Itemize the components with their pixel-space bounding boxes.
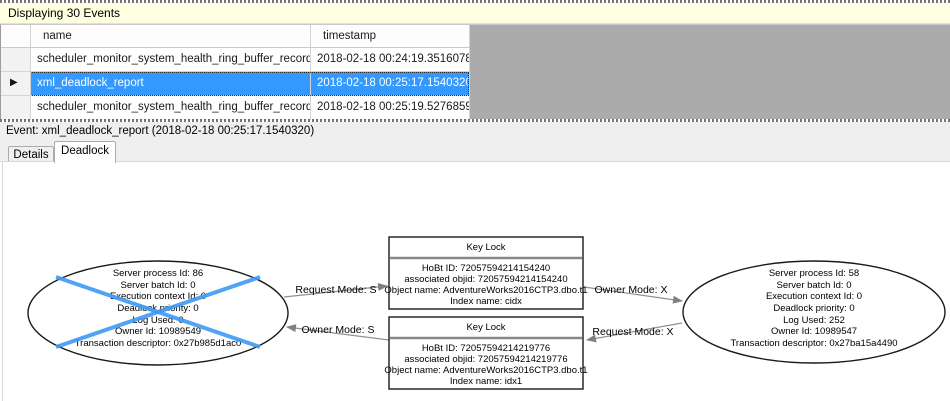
row-selector-cell[interactable]: ▶ <box>1 72 31 96</box>
edge-request-x[interactable] <box>586 322 683 343</box>
svg-text:Index name: idx1: Index name: idx1 <box>450 376 522 387</box>
svg-text:Transaction descriptor: 0x27ba: Transaction descriptor: 0x27ba15a4490 <box>730 338 897 349</box>
svg-text:Log Used: 252: Log Used: 252 <box>783 315 845 326</box>
svg-text:Owner Id: 10989547: Owner Id: 10989547 <box>771 326 857 337</box>
event-timestamp-cell[interactable]: 2018-02-18 00:24:19.3516078 <box>311 48 470 72</box>
svg-text:Transaction descriptor: 0x27b9: Transaction descriptor: 0x27b985d1ac0 <box>75 338 242 349</box>
event-name-cell[interactable]: scheduler_monitor_system_health_ring_buf… <box>31 96 311 120</box>
svg-text:Deadlock priority: 0: Deadlock priority: 0 <box>117 303 198 314</box>
svg-text:Object name: AdventureWorks201: Object name: AdventureWorks2016CTP3.dbo.… <box>384 365 587 376</box>
event-name-cell[interactable]: xml_deadlock_report <box>31 72 311 96</box>
selected-event-bar: Event: xml_deadlock_report (2018-02-18 0… <box>0 122 950 141</box>
event-timestamp-cell[interactable]: 2018-02-18 00:25:19.5276859 <box>311 96 470 120</box>
victim-cross-icon <box>55 275 261 349</box>
grid-corner-cell[interactable] <box>1 25 31 48</box>
svg-text:Owner Id: 10989549: Owner Id: 10989549 <box>115 326 201 337</box>
pane-splitter-bottom[interactable] <box>0 119 950 122</box>
current-row-arrow-icon: ▶ <box>10 77 18 88</box>
resource-node-key-lock-top[interactable]: Key Lock HoBt ID: 72057594214154240 asso… <box>384 236 588 310</box>
edge-label-owner-s: Owner Mode: S <box>302 324 375 336</box>
grid-header-row: name timestamp <box>1 25 470 48</box>
svg-text:Key Lock: Key Lock <box>466 322 505 333</box>
deadlock-tab-panel: Server process Id: 86 Server batch Id: 0… <box>0 161 950 401</box>
row-selector-cell[interactable] <box>1 96 31 120</box>
table-row[interactable]: scheduler_monitor_system_health_ring_buf… <box>1 48 470 72</box>
pane-splitter-top[interactable] <box>0 0 950 3</box>
event-timestamp-cell[interactable]: 2018-02-18 00:25:17.1540320 <box>311 72 470 96</box>
svg-text:Server process Id: 58: Server process Id: 58 <box>769 268 859 279</box>
panel-left-border <box>2 162 3 401</box>
svg-text:Server batch Id: 0: Server batch Id: 0 <box>777 280 852 291</box>
deadlock-graph: Server process Id: 86 Server batch Id: 0… <box>27 236 946 390</box>
table-row[interactable]: scheduler_monitor_system_health_ring_buf… <box>1 96 470 120</box>
edge-label-request-x: Request Mode: X <box>592 326 673 338</box>
column-header-name[interactable]: name <box>31 25 311 48</box>
svg-text:Server batch Id: 0: Server batch Id: 0 <box>121 280 196 291</box>
svg-text:Log Used: 0: Log Used: 0 <box>132 315 183 326</box>
tab-strip: Details Deadlock <box>0 141 950 163</box>
tab-deadlock[interactable]: Deadlock <box>54 141 116 163</box>
grid-background-filler <box>469 24 950 119</box>
process-node-victim[interactable]: Server process Id: 86 Server batch Id: 0… <box>27 260 289 366</box>
row-selector-cell[interactable] <box>1 48 31 72</box>
tab-details[interactable]: Details <box>8 146 54 163</box>
events-count-label: Displaying 30 Events <box>8 6 121 20</box>
resource-node-key-lock-bottom[interactable]: Key Lock HoBt ID: 72057594214219776 asso… <box>384 316 588 390</box>
events-grid: name timestamp scheduler_monitor_system_… <box>0 24 470 120</box>
svg-text:HoBt ID: 72057594214154240: HoBt ID: 72057594214154240 <box>422 263 550 274</box>
edge-request-s[interactable] <box>283 282 388 298</box>
edge-label-owner-x: Owner Mode: X <box>595 284 668 296</box>
svg-text:HoBt ID: 72057594214219776: HoBt ID: 72057594214219776 <box>422 343 550 354</box>
process-node[interactable]: Server process Id: 58 Server batch Id: 0… <box>682 260 946 364</box>
column-header-timestamp[interactable]: timestamp <box>311 25 470 48</box>
edge-owner-x[interactable] <box>583 286 683 304</box>
event-name-cell[interactable]: scheduler_monitor_system_health_ring_buf… <box>31 48 311 72</box>
svg-text:Execution context Id: 0: Execution context Id: 0 <box>110 291 206 302</box>
table-row-selected[interactable]: ▶ xml_deadlock_report 2018-02-18 00:25:1… <box>1 72 470 96</box>
svg-text:associated objid: 720575942141: associated objid: 72057594214154240 <box>404 274 567 285</box>
events-count-bar: Displaying 30 Events <box>0 3 950 24</box>
selected-event-label: Event: xml_deadlock_report (2018-02-18 0… <box>6 125 315 137</box>
svg-text:Key Lock: Key Lock <box>466 242 505 253</box>
svg-text:Server process Id: 86: Server process Id: 86 <box>113 268 203 279</box>
svg-text:Execution context Id: 0: Execution context Id: 0 <box>766 291 862 302</box>
svg-text:associated objid: 720575942142: associated objid: 72057594214219776 <box>404 354 567 365</box>
svg-text:Index name: cidx: Index name: cidx <box>450 296 522 307</box>
svg-text:Deadlock priority: 0: Deadlock priority: 0 <box>773 303 854 314</box>
edge-label-request-s: Request Mode: S <box>295 284 376 296</box>
edge-owner-s[interactable] <box>286 324 390 341</box>
svg-text:Object name: AdventureWorks201: Object name: AdventureWorks2016CTP3.dbo.… <box>384 285 587 296</box>
